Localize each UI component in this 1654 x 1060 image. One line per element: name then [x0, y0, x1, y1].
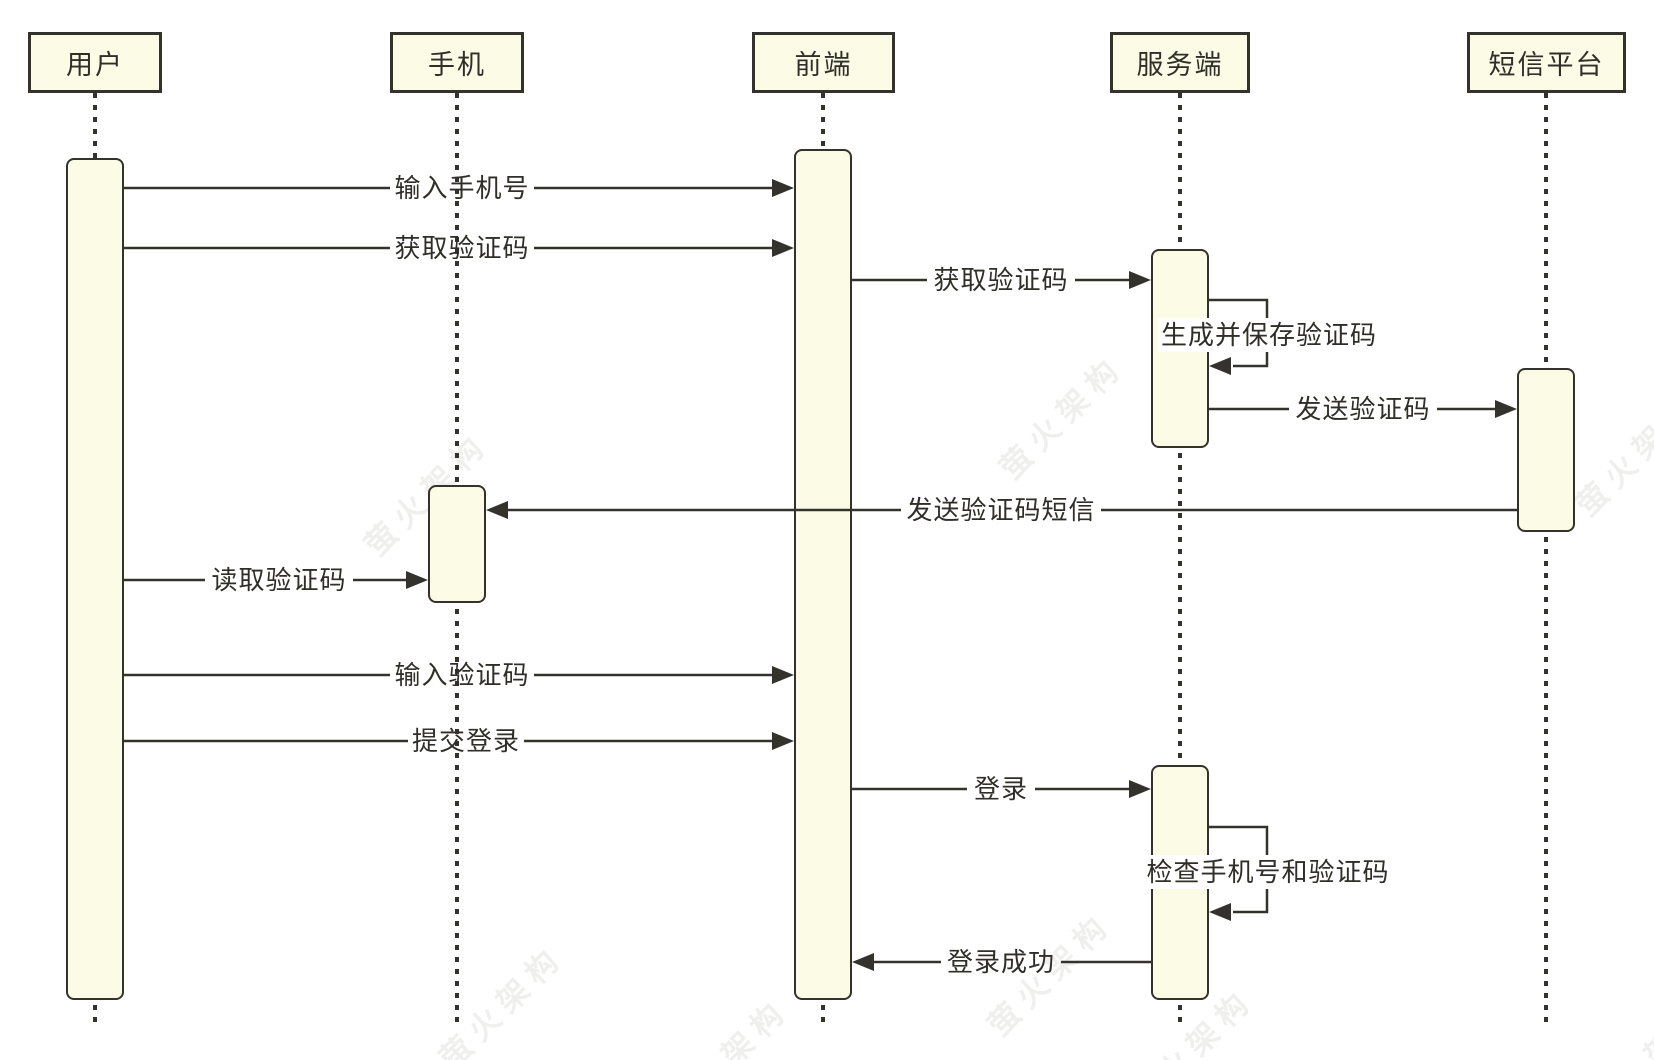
message-label-5: 发送验证码: [1295, 394, 1431, 424]
arrowhead-8: [772, 666, 794, 684]
actor-box-frontend: 前端: [752, 32, 895, 93]
message-label-8: 输入验证码: [394, 660, 530, 690]
arrowhead-4: [1209, 357, 1231, 375]
activation-user: [66, 158, 124, 1000]
message-label-3: 获取验证码: [933, 265, 1069, 295]
lifeline-server: [1178, 93, 1182, 1025]
arrowhead-7: [406, 571, 428, 589]
activation-phone: [428, 485, 486, 603]
actor-box-sms: 短信平台: [1467, 32, 1626, 93]
arrowhead-3: [1129, 271, 1151, 289]
actor-box-server: 服务端: [1110, 32, 1250, 93]
arrowhead-9: [772, 732, 794, 750]
message-label-10: 登录: [973, 774, 1029, 804]
actor-label-server: 服务端: [1136, 50, 1224, 80]
actor-box-phone: 手机: [390, 32, 524, 93]
arrowhead-6: [486, 501, 508, 519]
arrowhead-5: [1495, 400, 1517, 418]
message-label-6: 发送验证码短信: [906, 495, 1096, 525]
message-label-12: 登录成功: [946, 947, 1056, 977]
actor-label-user: 用户: [66, 50, 124, 80]
arrowhead-10: [1129, 780, 1151, 798]
actor-box-user: 用户: [28, 32, 162, 93]
arrowhead-11: [1209, 903, 1231, 921]
activation-sms: [1517, 368, 1575, 532]
actor-label-phone: 手机: [428, 50, 486, 80]
arrowhead-12: [852, 953, 874, 971]
activation-frontend: [794, 149, 852, 1000]
arrowhead-1: [772, 179, 794, 197]
lifeline-sms: [1544, 93, 1548, 1025]
message-label-4: 生成并保存验证码: [1157, 318, 1381, 352]
message-label-2: 获取验证码: [394, 233, 530, 263]
message-label-7: 读取验证码: [211, 565, 347, 595]
message-label-1: 输入手机号: [394, 173, 530, 203]
message-label-9: 提交登录: [411, 726, 521, 756]
arrowhead-2: [772, 239, 794, 257]
actor-label-sms: 短信平台: [1488, 50, 1605, 80]
actor-label-frontend: 前端: [794, 50, 853, 80]
message-label-11: 检查手机号和验证码: [1143, 855, 1393, 889]
